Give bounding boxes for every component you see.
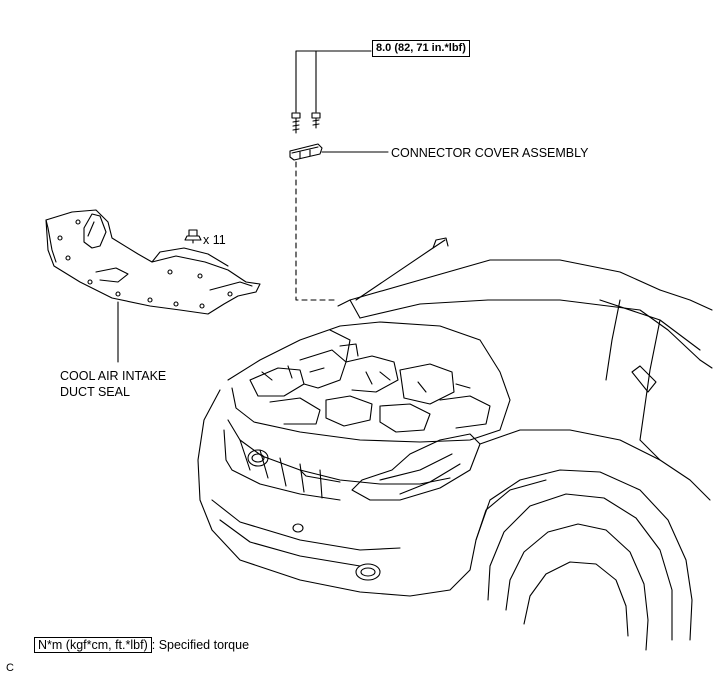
vehicle-front — [198, 238, 712, 650]
legend-description: : Specified torque — [151, 638, 250, 652]
torque-legend: N*m (kgf*cm, ft.*lbf): Specified torque — [34, 637, 249, 653]
clip-part — [185, 230, 201, 243]
duct-seal-label-line2: DUCT SEAL — [60, 385, 130, 399]
bolt-left — [292, 113, 300, 133]
clip-count-label: x 11 — [203, 233, 226, 247]
legend-unit-box: N*m (kgf*cm, ft.*lbf) — [34, 637, 152, 653]
torque-leader — [296, 51, 371, 112]
corner-mark: C — [6, 662, 14, 674]
install-guide-dashed — [296, 162, 338, 300]
bolt-right — [312, 113, 320, 128]
connector-cover-label: CONNECTOR COVER ASSEMBLY — [391, 146, 589, 160]
duct-seal-part — [46, 210, 260, 314]
torque-spec-box: 8.0 (82, 71 in.*lbf) — [372, 40, 470, 57]
connector-cover-part — [290, 144, 322, 160]
duct-seal-label-line1: COOL AIR INTAKE — [60, 369, 167, 383]
